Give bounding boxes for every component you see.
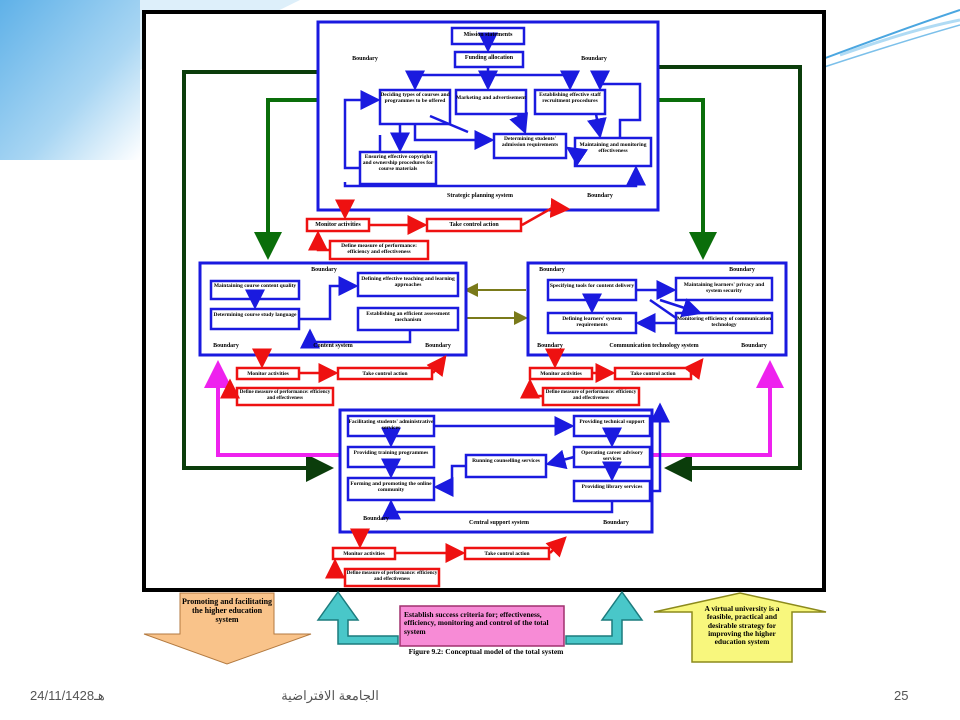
online-community-box: Forming and promoting the online communi… (350, 481, 432, 494)
central-to-subsystems-arrows (204, 360, 784, 457)
left-feedback-arrow (316, 590, 399, 645)
top-left-swoosh (0, 0, 140, 160)
central-control-arrows (325, 528, 567, 579)
central-define-measure-box: Define measure of performance: efficienc… (346, 571, 438, 582)
strategic-take-action-box: Take control action (449, 222, 499, 228)
right-output-text: A virtual university is a feasible, prac… (704, 604, 780, 646)
central-system-label: Central support system (469, 520, 529, 526)
content-system-label: Content system (313, 343, 353, 349)
content-boundary-top: Boundary (311, 267, 337, 273)
staff-recruitment-box: Establishing effective staff recruitment… (539, 92, 601, 105)
monitoring-effectiveness-box: Maintaining and monitoring effectiveness (579, 142, 647, 155)
right-feedback-arrow (565, 590, 644, 645)
funding-allocation-box: Funding allocation (464, 55, 514, 61)
content-take-action-box: Take control action (362, 371, 408, 377)
content-boundary-left: Boundary (213, 343, 239, 349)
outer-feedback-loop (182, 65, 802, 482)
strategic-boundary-label-right: Boundary (581, 56, 607, 62)
central-boundary-left: Boundary (363, 516, 389, 522)
content-monitor-box: Monitor activities (247, 371, 289, 377)
success-criteria-text: Establish success criteria for; effectiv… (404, 610, 549, 636)
content-boundary-right: Boundary (425, 343, 451, 349)
page-number: 25 (894, 688, 909, 703)
right-output-arrow (653, 592, 827, 663)
content-delivery-tools-box: Specifying tools for content delivery (549, 283, 635, 289)
success-criteria-box (399, 605, 565, 647)
strategic-monitor-box: Monitor activities (315, 222, 361, 228)
figure-caption: Figure 9.2: Conceptual model of the tota… (408, 647, 564, 656)
copyright-box: Ensuring effective copyright and ownersh… (362, 154, 434, 173)
strategic-to-subsystems-arrows (254, 98, 717, 260)
strategic-define-measure-box: Define measure of performance: efficienc… (341, 243, 417, 256)
content-define-measure-box: Define measure of performance: efficienc… (239, 390, 331, 401)
comm-define-measure-box: Define measure of performance: efficienc… (545, 390, 637, 401)
strategic-system-label: Strategic planning system (447, 193, 513, 199)
footer-university-name: الجامعة الافتراضية (281, 688, 379, 703)
content-quality-box: Maintaining course content quality (213, 283, 297, 289)
mission-statements-box: Mission statements (463, 32, 513, 38)
training-programmes-box: Providing training programmes (353, 450, 429, 456)
left-output-text: Promoting and facilitating the higher ed… (181, 597, 273, 624)
counselling-box: Running counselling services (472, 458, 540, 464)
comm-monitor-box: Monitor activities (540, 371, 582, 377)
career-advisory-box: Operating career advisory services (581, 450, 643, 463)
strategic-control-arrows (308, 197, 571, 252)
communication-control-arrows (520, 348, 704, 399)
comm-boundary-right: Boundary (741, 343, 767, 349)
comm-take-action-box: Take control action (630, 371, 676, 377)
teaching-approaches-box: Defining effective teaching and learning… (361, 276, 455, 289)
central-monitor-box: Monitor activities (343, 551, 385, 557)
content-control-arrows (220, 348, 447, 399)
comm-boundary-top-left: Boundary (539, 267, 565, 273)
central-boundary-right: Boundary (603, 520, 629, 526)
learner-privacy-box: Maintaining learners' privacy and system… (683, 282, 765, 295)
content-communication-link (464, 283, 528, 325)
technical-support-box: Providing technical support (579, 419, 645, 425)
communication-efficiency-box: Monitoring efficiency of communication t… (676, 316, 772, 329)
admin-services-box: Facilitating students' administrative se… (348, 419, 434, 432)
top-right-swoosh (819, 9, 960, 61)
central-take-action-box: Take control action (484, 551, 530, 557)
learner-requirements-box: Defining learners' system requirements (562, 316, 622, 329)
study-language-box: Determining course study language (213, 312, 297, 318)
strategic-boundary-label-bottom: Boundary (587, 193, 613, 199)
strategic-boundary-label-left: Boundary (352, 56, 378, 62)
assessment-mechanism-box: Establishing an efficient assessment mec… (366, 311, 450, 324)
left-output-arrow (143, 592, 312, 665)
comm-boundary-left: Boundary (537, 343, 563, 349)
library-services-box: Providing library services (581, 484, 643, 490)
course-types-box: Deciding types of courses and programmes… (380, 92, 450, 105)
marketing-box: Marketing and advertisement (456, 95, 526, 101)
admission-requirements-box: Determining students' admission requirem… (501, 136, 559, 149)
communication-system-label: Communication technology system (609, 343, 699, 349)
comm-boundary-top-right: Boundary (729, 267, 755, 273)
footer-date: 24/11/1428هـ (30, 688, 105, 703)
